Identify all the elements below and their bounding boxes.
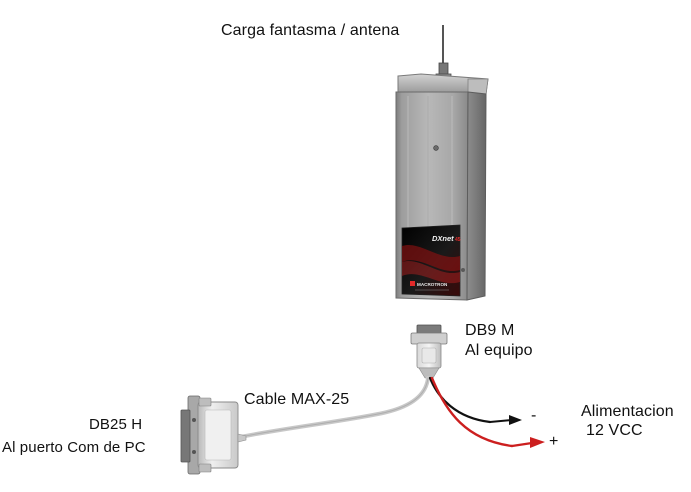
power-wires — [428, 376, 545, 448]
db25-sublabel: Al puerto Com de PC — [2, 439, 146, 456]
power-sublabel: 12 VCC — [586, 422, 643, 439]
cable-label: Cable MAX-25 — [244, 391, 350, 408]
db25-label: DB25 H — [89, 416, 143, 433]
device-brand-text: DXnet — [432, 234, 454, 243]
minus-arrow-icon — [509, 415, 522, 425]
db9-sublabel: Al equipo — [465, 342, 533, 359]
plus-sign: + — [549, 433, 559, 450]
power-label: Alimentacion — [581, 403, 674, 420]
db9-connector — [410, 324, 448, 379]
antenna-label: Carga fantasma / antena — [221, 22, 400, 39]
svg-text:45: 45 — [455, 237, 461, 243]
minus-sign: - — [531, 407, 537, 424]
dxnet-device: DXnet 45 MACROTRON — [395, 73, 489, 301]
device-logo-text: MACROTRON — [417, 282, 448, 287]
plus-arrow-icon — [530, 437, 545, 448]
db9-label: DB9 M — [465, 322, 515, 339]
db25-connector — [180, 395, 247, 475]
